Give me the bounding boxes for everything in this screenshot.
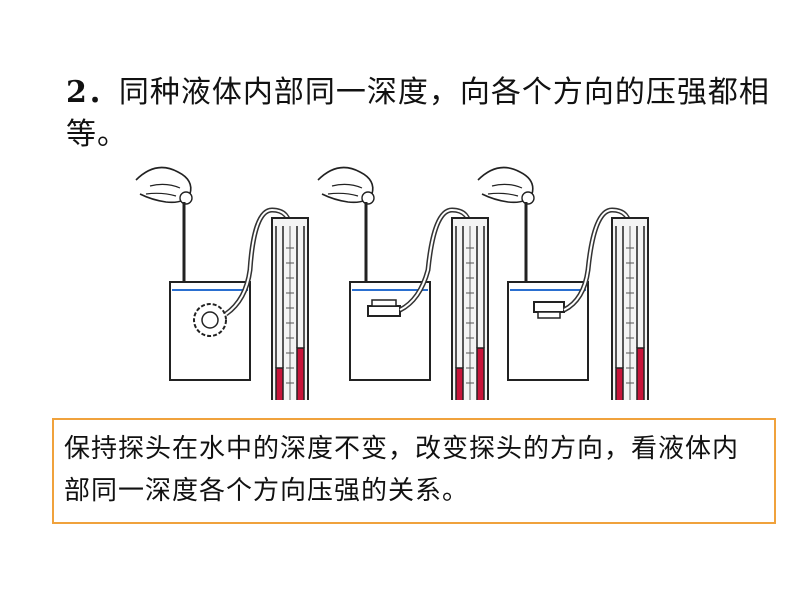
- instruction-text: 保持探头在水中的深度不变，改变探头的方向，看液体内部同一深度各个方向压强的关系。: [64, 434, 740, 506]
- panel-2: [317, 166, 505, 400]
- manometer: [435, 217, 505, 400]
- instruction-box: 保持探头在水中的深度不变，改变探头的方向，看液体内部同一深度各个方向压强的关系。: [52, 418, 776, 524]
- panel-1: [135, 166, 325, 400]
- probe-icon: [533, 301, 565, 313]
- heading-text: 同种液体内部同一深度，向各个方向的压强都相等。: [66, 75, 770, 152]
- manometer: [595, 217, 665, 400]
- hand-icon: [477, 166, 535, 205]
- heading-number: 2．: [66, 75, 119, 110]
- manometer: [255, 217, 325, 400]
- experiment-figure: [135, 166, 665, 400]
- hand-icon: [135, 166, 193, 205]
- panel-3: [477, 166, 665, 400]
- hand-icon: [317, 166, 375, 205]
- probe-icon: [367, 305, 401, 317]
- beaker: [349, 281, 431, 381]
- page-title: 2．同种液体内部同一深度，向各个方向的压强都相等。: [66, 72, 786, 156]
